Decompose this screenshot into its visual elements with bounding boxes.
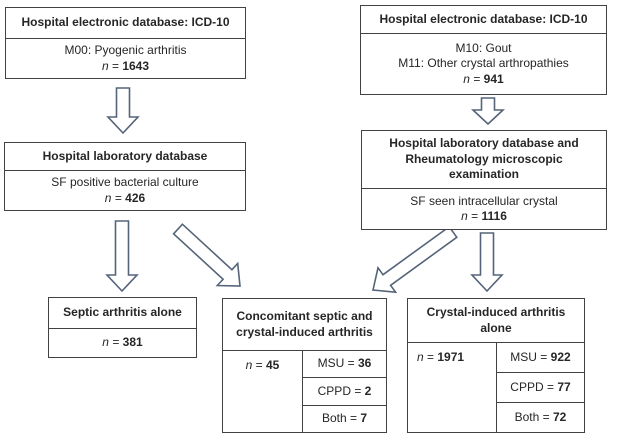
stat-value: 72 (553, 409, 567, 424)
stat-row-cppd: CPPD = 77 (497, 373, 584, 403)
n-value: 1116 (481, 209, 507, 223)
box-lab-crystal: Hospital laboratory database and Rheumat… (361, 130, 607, 230)
n-count: n = 1116 (461, 209, 507, 225)
n-count-cell: n = 45 (223, 351, 303, 432)
n-count: n = 426 (105, 191, 145, 207)
box-header: Hospital electronic database: ICD-10 (6, 8, 245, 39)
stat-label: MSU (510, 349, 537, 364)
box-header-line: examination (448, 167, 520, 182)
n-symbol: n (461, 209, 468, 223)
box-header-line: Concomitant septic and (236, 309, 373, 323)
equals-text: = (108, 58, 123, 73)
down-arrow-icon-icd-septic-to-lab (106, 87, 140, 135)
equals-text: = (469, 71, 484, 86)
stat-value: 77 (557, 379, 571, 394)
stat-label: CPPD (317, 383, 351, 398)
equals-text: = (111, 190, 126, 205)
diagnosis-line: M00: Pyogenic arthritis (64, 43, 187, 57)
stat-value: 7 (360, 411, 368, 426)
equals-text: = (252, 358, 266, 372)
box-lab-septic: Hospital laboratory database SF positive… (4, 142, 246, 211)
stat-label: CPPD (510, 379, 544, 394)
box-header: Hospital laboratory database and Rheumat… (362, 131, 606, 189)
down-arrow-icon-icd-crystal-to-lab (470, 97, 506, 126)
diagonal-arrow-icon-lab-crystal-to-concomitant (372, 225, 458, 294)
box-crystal-alone: Crystal-induced arthritis alone n = 1971… (407, 298, 585, 433)
equals-text: = (108, 335, 123, 350)
box-body: M00: Pyogenic arthritis n = 1643 (6, 39, 245, 78)
n-symbol: n (463, 71, 470, 86)
equals-text: = (423, 350, 438, 364)
n-count: n = 1643 (102, 59, 149, 75)
diagnosis-line: M10: Gout (455, 40, 512, 55)
box-header-line: crystal-induced arthritis (236, 324, 373, 339)
criteria-line: SF positive bacterial culture (51, 175, 199, 189)
box-body: SF positive bacterial culture n = 426 (5, 171, 245, 210)
equals-text: = (536, 349, 551, 364)
box-header-line: Hospital laboratory database and (389, 136, 579, 151)
box-body: n = 1971 MSU = 922 CPPD = 77 Both = 72 (408, 343, 584, 432)
n-symbol: n (245, 358, 253, 372)
stat-row-both: Both = 7 (303, 406, 386, 432)
stat-value: 922 (550, 349, 571, 364)
stat-row-msu: MSU = 36 (303, 351, 386, 379)
stat-label: Both (321, 411, 347, 426)
equals-text: = (344, 356, 358, 371)
box-body: n = 45 MSU = 36 CPPD = 2 Both = 7 (223, 351, 386, 432)
box-icd-crystal: Hospital electronic database: ICD-10 M10… (360, 5, 607, 95)
box-body: SF seen intracellular crystal n = 1116 (362, 189, 606, 229)
box-header: Hospital laboratory database (5, 143, 245, 171)
equals-text: = (467, 209, 482, 223)
box-header: Crystal-induced arthritis alone (408, 299, 584, 343)
n-symbol: n (101, 58, 109, 73)
box-septic-alone: Septic arthritis alone n = 381 (48, 297, 197, 358)
n-value: 426 (125, 190, 146, 205)
down-arrow-icon-lab-to-septic-alone (105, 220, 139, 293)
box-icd-septic: Hospital electronic database: ICD-10 M00… (5, 7, 246, 79)
stat-row-cppd: CPPD = 2 (303, 378, 386, 406)
down-arrow-icon-lab-crystal-to-crystal-alone (470, 232, 504, 293)
equals-text: = (539, 409, 553, 424)
n-count: n = 381 (102, 335, 142, 351)
stat-label: MSU (317, 356, 345, 371)
box-concomitant: Concomitant septic and crystal-induced a… (222, 298, 387, 433)
stat-row-msu: MSU = 922 (497, 343, 584, 373)
equals-text: = (346, 411, 361, 426)
box-body: n = 381 (49, 329, 196, 357)
box-header: Concomitant septic and crystal-induced a… (223, 299, 386, 351)
box-header: Hospital electronic database: ICD-10 (361, 6, 606, 34)
box-header-line: alone (480, 320, 512, 335)
n-value: 45 (266, 358, 280, 372)
box-header-line: Rheumatology microscopic (405, 151, 563, 166)
box-body: M10: Gout M11: Other crystal arthropathi… (361, 34, 606, 94)
n-value: 941 (483, 71, 504, 86)
n-value: 381 (122, 335, 143, 350)
crystal-type-stats: MSU = 922 CPPD = 77 Both = 72 (497, 343, 584, 432)
n-value: 1643 (122, 58, 150, 73)
stat-label: Both (514, 409, 540, 424)
stat-value: 36 (358, 356, 372, 371)
equals-text: = (543, 379, 558, 394)
criteria-line: SF seen intracellular crystal (410, 193, 558, 208)
box-header: Septic arthritis alone (49, 298, 196, 329)
n-symbol: n (104, 190, 112, 205)
n-count-cell: n = 1971 (408, 343, 497, 432)
equals-text: = (350, 383, 365, 398)
n-symbol: n (102, 335, 109, 350)
crystal-type-stats: MSU = 36 CPPD = 2 Both = 7 (303, 351, 386, 432)
diagonal-arrow-icon-lab-septic-to-concomitant (172, 223, 241, 287)
stat-row-both: Both = 72 (497, 403, 584, 432)
stat-value: 2 (364, 383, 372, 398)
n-value: 1971 (437, 350, 465, 364)
box-header-line: Crystal-induced arthritis (426, 305, 566, 319)
n-count: n = 941 (463, 72, 503, 88)
diagnosis-line: M11: Other crystal arthropathies (398, 56, 569, 71)
n-symbol: n (417, 350, 424, 364)
